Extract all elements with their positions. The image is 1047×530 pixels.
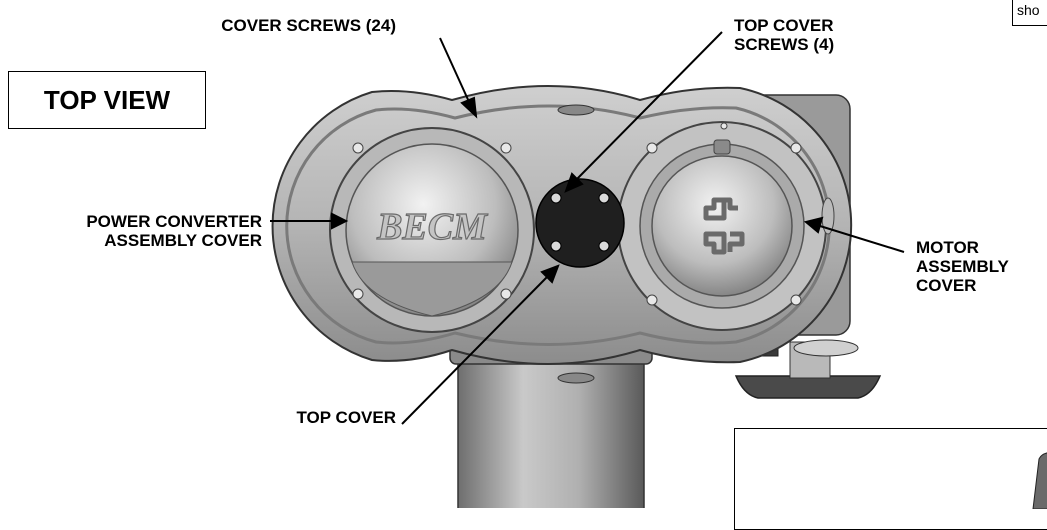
- view-title-box: TOP VIEW: [8, 71, 206, 129]
- callout-top-cover-screws-line2: SCREWS (4): [734, 35, 835, 54]
- callout-power-converter-line2: ASSEMBLY COVER: [104, 231, 262, 250]
- motor-cover-dome: [651, 155, 793, 297]
- callout-motor-assembly-line1: MOTOR: [916, 238, 979, 257]
- top-cover-screws: [550, 192, 610, 252]
- handwheel-hub: [793, 339, 859, 357]
- screw: [646, 294, 658, 306]
- leader-motor-assembly: [819, 225, 905, 253]
- power-converter-screws: [352, 142, 512, 300]
- screw: [500, 288, 512, 300]
- top-cover-disk: [535, 178, 625, 268]
- actuator-illustration: BECM: [270, 31, 905, 516]
- arrowhead-motor-assembly: [803, 216, 824, 234]
- motor-cover-side-slot: [821, 197, 835, 235]
- screw: [352, 142, 364, 154]
- arrowhead-cover-screws: [460, 96, 478, 119]
- callout-top-cover-screws-line1: TOP COVER: [734, 16, 834, 35]
- callout-cover-screws: COVER SCREWS (24): [150, 16, 396, 35]
- housing-inner-rim: [285, 104, 831, 346]
- inset-frame: [734, 428, 1047, 530]
- screw: [598, 192, 610, 204]
- arrowhead-top-cover: [540, 264, 560, 284]
- callout-motor-assembly-line3: COVER: [916, 276, 977, 295]
- callout-top-cover: TOP COVER: [200, 408, 396, 427]
- power-converter-lower-panel: [351, 261, 513, 317]
- screw: [790, 142, 802, 154]
- callout-top-cover-text: TOP COVER: [296, 408, 396, 427]
- screw: [646, 142, 658, 154]
- leader-top-cover-screws: [575, 31, 723, 181]
- arrowhead-top-cover-screws: [564, 172, 584, 193]
- leader-cover-screws: [439, 37, 471, 105]
- screw: [598, 240, 610, 252]
- view-title: TOP VIEW: [43, 85, 171, 115]
- motor-cover-tab: [713, 139, 731, 155]
- becm-emblem: BECM: [376, 206, 488, 248]
- screw: [500, 142, 512, 154]
- handwheel: [734, 375, 882, 399]
- callout-motor-assembly: MOTOR ASSEMBLY COVER: [916, 238, 1009, 295]
- callout-motor-assembly-line2: ASSEMBLY: [916, 257, 1009, 276]
- bottom-tab: [557, 372, 595, 384]
- motor-cover-emblem: [703, 197, 745, 255]
- screw: [790, 294, 802, 306]
- inset-detail-graphic: [1032, 452, 1047, 509]
- callout-cover-screws-text: COVER SCREWS (24): [221, 16, 396, 35]
- leader-lines: [270, 31, 905, 425]
- screw: [352, 288, 364, 300]
- screw: [720, 122, 728, 130]
- corner-note-text: sho: [1017, 2, 1040, 18]
- callout-power-converter-line1: POWER CONVERTER: [86, 212, 262, 231]
- corner-note-box: sho: [1012, 0, 1047, 26]
- callout-top-cover-screws: TOP COVER SCREWS (4): [734, 16, 834, 54]
- screw: [550, 192, 562, 204]
- arrowhead-power-converter: [331, 212, 349, 230]
- screw: [550, 240, 562, 252]
- motor-cover-screws: [646, 122, 802, 306]
- leader-top-cover: [401, 275, 549, 425]
- callout-power-converter: POWER CONVERTER ASSEMBLY COVER: [0, 212, 262, 250]
- top-tab: [557, 104, 595, 116]
- lower-cylinder: [457, 349, 645, 516]
